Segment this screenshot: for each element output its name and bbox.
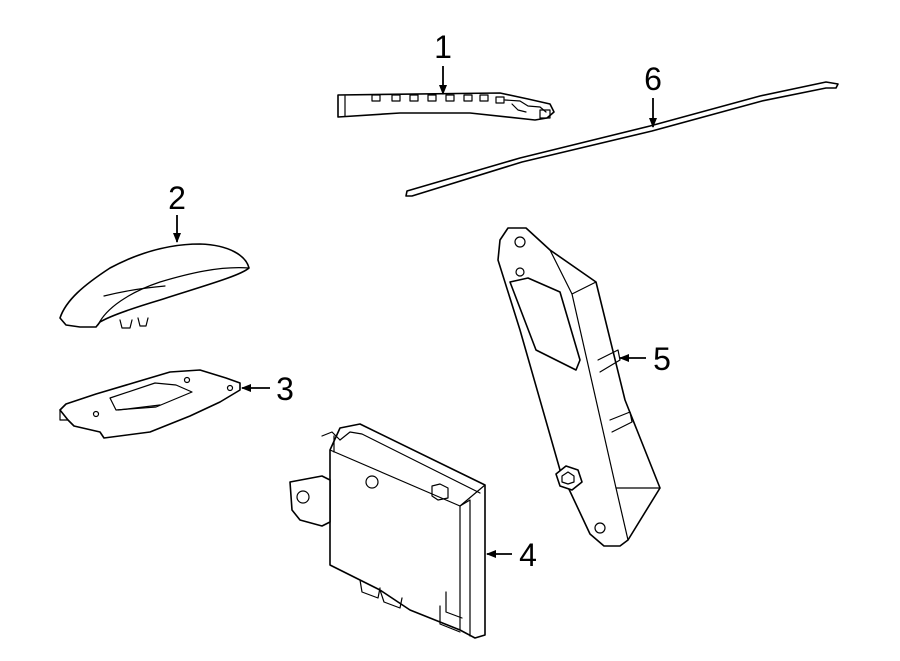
- part-1-trim-strip: [337, 92, 555, 121]
- callout-4: 4: [519, 537, 537, 573]
- part-3-base-plate: [59, 369, 241, 439]
- callout-3: 3: [276, 371, 294, 407]
- part-5-receiver-module: [497, 227, 661, 547]
- part-6-cable: [405, 81, 839, 197]
- part-2-antenna-cover: [59, 243, 250, 329]
- callout-1: 1: [434, 29, 452, 65]
- callout-5: 5: [653, 341, 671, 377]
- callout-2: 2: [168, 180, 186, 216]
- part-4-control-module: [289, 423, 486, 639]
- callout-6: 6: [644, 61, 662, 97]
